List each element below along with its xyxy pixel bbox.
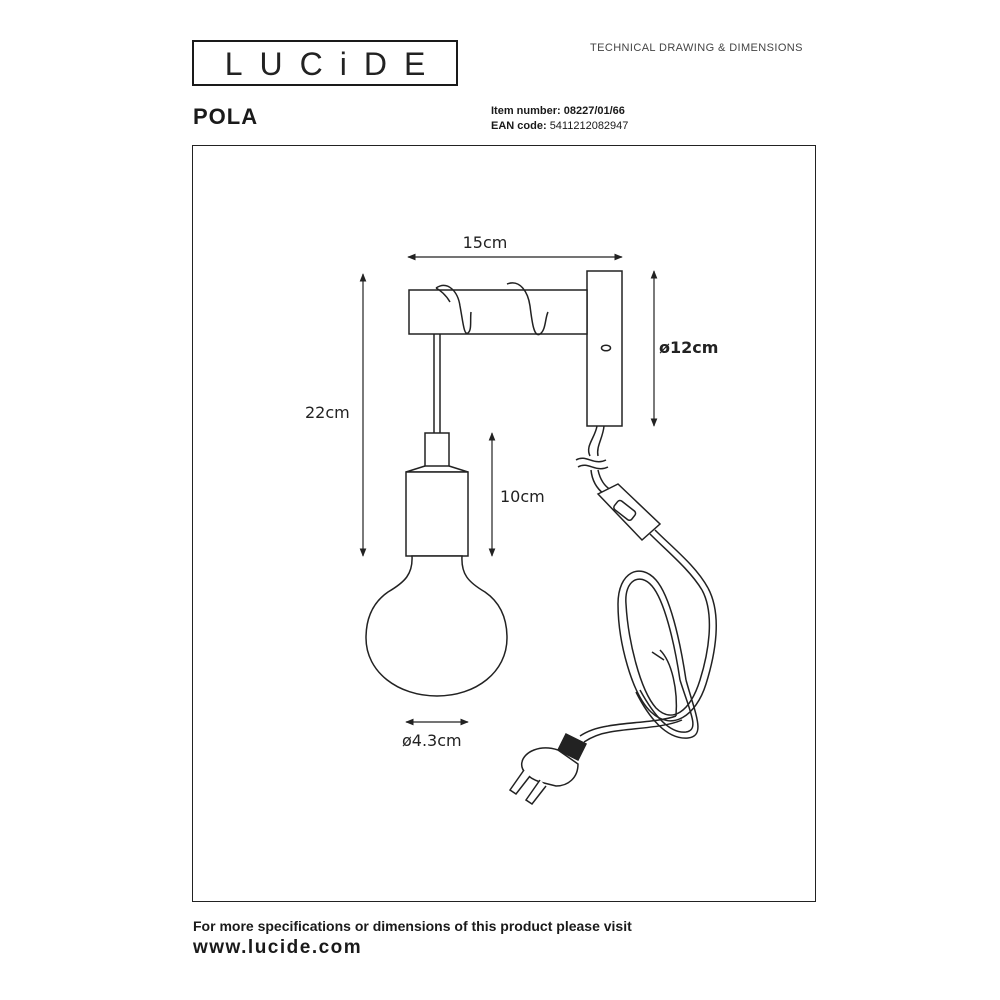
horizontal-arm	[408, 289, 588, 335]
plug-pin-left	[508, 769, 531, 796]
drawing-frame	[192, 145, 816, 902]
cord-wrap-1	[435, 284, 472, 335]
socket-shoulder	[405, 465, 469, 473]
ean-code-value: 5411212082947	[549, 120, 629, 132]
bulb-diameter-label: ø4.3cm	[402, 731, 462, 750]
item-number-value: 08227/01/66	[563, 105, 625, 117]
coiled-cord	[649, 533, 703, 591]
cord-wrap-3	[435, 287, 451, 303]
width-label: 15cm	[463, 233, 508, 252]
socket-cap	[424, 432, 450, 467]
brand-logo: LUCiDE	[192, 40, 458, 86]
height-label: 22cm	[305, 403, 350, 422]
ean-code-label: EAN code:	[491, 120, 547, 132]
inline-switch-rocker	[613, 499, 637, 522]
bulb-height-label: 10cm	[500, 487, 545, 506]
globe-bulb	[365, 555, 508, 697]
wall-lamp-drawing	[365, 270, 717, 806]
cord-wrap-2	[506, 282, 549, 336]
base-switch-detail	[600, 344, 612, 352]
plug-cord	[579, 715, 677, 737]
cable-break-upper	[575, 457, 607, 463]
item-number-row: Item number: 08227/01/66	[491, 104, 628, 119]
brand-logo-text: LUCiDE	[224, 46, 443, 82]
footer-note: For more specifications or dimensions of…	[193, 918, 632, 934]
cable-break-lower	[577, 464, 609, 470]
socket-body	[405, 471, 469, 557]
wall-base-plate	[586, 270, 623, 427]
base-diameter-label: ø12cm	[659, 338, 718, 357]
website-link[interactable]: www.lucide.com	[193, 937, 363, 958]
dimension-lines	[359, 253, 658, 726]
inline-switch	[596, 483, 662, 542]
product-name: POLA	[193, 104, 259, 129]
ean-code-row: EAN code: 5411212082947	[491, 119, 628, 134]
item-number-label: Item number:	[491, 105, 561, 117]
document-title: TECHNICAL DRAWING & DIMENSIONS	[590, 42, 803, 54]
plug-strain-relief	[556, 732, 588, 762]
plug-pin-right	[524, 779, 547, 806]
supply-cable	[587, 425, 598, 457]
product-identifiers: Item number: 08227/01/66 EAN code: 54112…	[491, 104, 628, 134]
